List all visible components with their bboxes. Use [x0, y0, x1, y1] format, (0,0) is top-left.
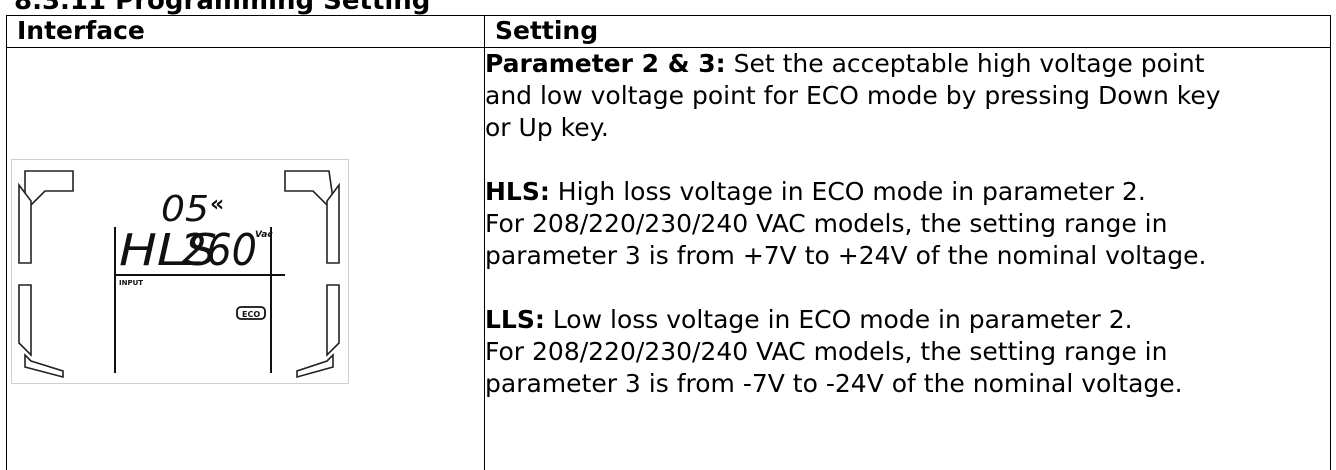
column-header-interface: Interface — [6, 15, 485, 48]
lcd-code: HLS — [119, 225, 217, 276]
setting-paragraph: Parameter 2 & 3: Set the acceptable high… — [485, 48, 1330, 144]
setting-line: Set the acceptable high voltage point — [725, 49, 1205, 78]
lcd-input-label: INPUT — [119, 279, 143, 287]
lcd-eco-badge: ECO — [236, 306, 266, 320]
setting-cell: Parameter 2 & 3: Set the acceptable high… — [484, 47, 1331, 470]
programming-setting-table: Interface Setting — [6, 15, 1331, 470]
setting-line: High loss voltage in ECO mode in paramet… — [549, 177, 1146, 206]
interface-cell: 05 « HLS 260 Vac INPUT ECO — [6, 47, 485, 470]
section-heading-fragment: 8.3.11 Programming Setting — [14, 0, 431, 16]
setting-line: and low voltage point for ECO mode by pr… — [485, 81, 1221, 110]
setting-line: For 208/220/230/240 VAC models, the sett… — [485, 337, 1168, 366]
table-row: 05 « HLS 260 Vac INPUT ECO — [6, 47, 1331, 470]
svg-text:ECO: ECO — [242, 310, 260, 319]
table-header-row: Interface Setting — [6, 15, 1331, 48]
lcd-unit: Vac — [255, 230, 273, 240]
left-bracket-icon — [18, 170, 74, 379]
setting-paragraph: HLS: High loss voltage in ECO mode in pa… — [485, 176, 1330, 272]
lcd-parameter-number: 05 — [161, 189, 209, 230]
setting-line: For 208/220/230/240 VAC models, the sett… — [485, 209, 1168, 238]
right-bracket-icon — [284, 170, 340, 379]
setting-line: parameter 3 is from +7V to +24V of the n… — [485, 241, 1207, 270]
setting-line: Low loss voltage in ECO mode in paramete… — [544, 305, 1133, 334]
setting-paragraph: LLS: Low loss voltage in ECO mode in par… — [485, 304, 1330, 400]
setting-line: or Up key. — [485, 113, 609, 142]
setting-lead: LLS: — [485, 305, 545, 334]
setting-lead: HLS: — [485, 177, 550, 206]
setting-lead: Parameter 2 & 3: — [485, 49, 726, 78]
arrow-left-icon: « — [210, 192, 224, 217]
lcd-display-illustration: 05 « HLS 260 Vac INPUT ECO — [11, 159, 349, 388]
column-header-setting: Setting — [484, 15, 1331, 48]
lcd-value: 260 — [181, 225, 257, 276]
setting-line: parameter 3 is from -7V to -24V of the n… — [485, 369, 1183, 398]
